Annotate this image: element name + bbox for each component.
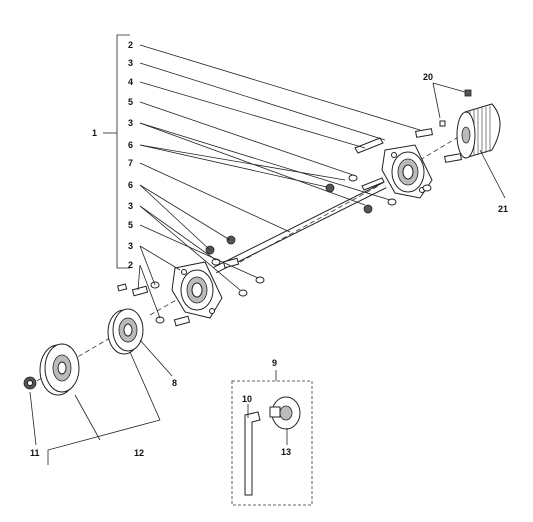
shaft xyxy=(213,181,387,274)
callout-6: 6 xyxy=(128,180,133,190)
callout-labels: 1 2 3 4 5 3 6 7 6 3 5 3 2 8 9 10 11 12 1… xyxy=(30,40,508,458)
pulley xyxy=(107,308,144,355)
callout-2: 2 xyxy=(128,260,133,270)
callout-3: 3 xyxy=(128,118,133,128)
leader-lines xyxy=(29,44,506,465)
group-1-bracket xyxy=(103,34,130,269)
end-nut xyxy=(23,376,37,390)
callout-1: 1 xyxy=(92,128,97,138)
callout-3: 3 xyxy=(128,201,133,211)
callout-9: 9 xyxy=(272,358,277,368)
callout-8: 8 xyxy=(172,378,177,388)
callout-5: 5 xyxy=(128,220,133,230)
callout-12: 12 xyxy=(134,448,144,458)
callout-2: 2 xyxy=(128,40,133,50)
setscrew xyxy=(439,89,472,127)
callout-6: 6 xyxy=(128,140,133,150)
right-hardware xyxy=(325,128,462,214)
callout-5: 5 xyxy=(128,97,133,107)
hex-key xyxy=(244,411,261,496)
callout-13: 13 xyxy=(281,447,291,457)
callout-3: 3 xyxy=(128,58,133,68)
callout-3: 3 xyxy=(128,241,133,251)
callout-4: 4 xyxy=(128,77,133,87)
outer-disc xyxy=(39,343,80,396)
tool-kit-box xyxy=(231,380,313,506)
shaft-key xyxy=(354,137,385,191)
callout-20: 20 xyxy=(423,72,433,82)
callout-21: 21 xyxy=(498,204,508,214)
callout-10: 10 xyxy=(242,394,252,404)
callout-7: 7 xyxy=(128,158,133,168)
right-bearing-flange xyxy=(381,144,433,199)
left-hardware xyxy=(117,235,265,327)
knurled-roller xyxy=(456,103,501,159)
left-bearing-flange xyxy=(171,261,223,319)
callout-11: 11 xyxy=(30,448,40,458)
